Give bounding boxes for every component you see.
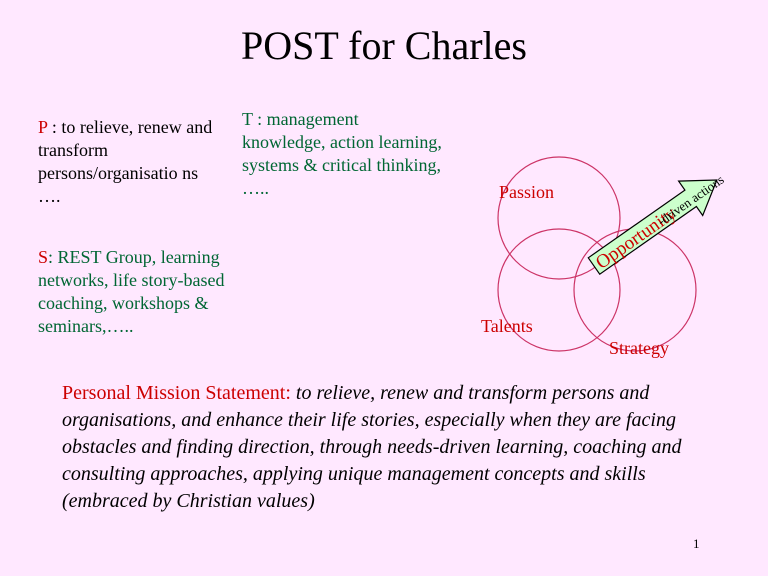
post-t-box: T : management knowledge, action learnin…: [242, 108, 442, 200]
page-number: 1: [693, 536, 700, 551]
post-s-letter: S: [38, 247, 49, 267]
opportunity-arrow-shape: [587, 179, 718, 276]
passion-circle: [497, 156, 621, 280]
strategy-label: Strategy: [609, 338, 669, 358]
talents-label: Talents: [481, 316, 533, 336]
mission-lead: Personal Mission Statement:: [62, 382, 296, 404]
post-s-text: : REST Group, learning networks, life st…: [38, 247, 225, 336]
post-p-letter: P: [38, 117, 48, 137]
post-t-letter: T: [242, 109, 253, 129]
passion-label: Passion: [499, 182, 555, 202]
post-p-box: P : to relieve, renew and transform pers…: [38, 116, 218, 208]
post-p-text: : to relieve, renew and transform person…: [38, 117, 213, 206]
passion-talents-strategy-venn: Opportunity -driven actions Passion Tale…: [460, 140, 760, 370]
venn-svg: Opportunity -driven actions: [497, 156, 727, 352]
slide-title: POST for Charles: [241, 23, 527, 68]
post-s-box: S: REST Group, learning networks, life s…: [38, 246, 278, 338]
talents-circle: [497, 228, 621, 352]
post-t-text: : management knowledge, action learning,…: [242, 109, 442, 198]
mission-body: to relieve, renew and transform persons …: [62, 382, 682, 512]
personal-mission-statement: Personal Mission Statement: to relieve, …: [62, 380, 712, 515]
